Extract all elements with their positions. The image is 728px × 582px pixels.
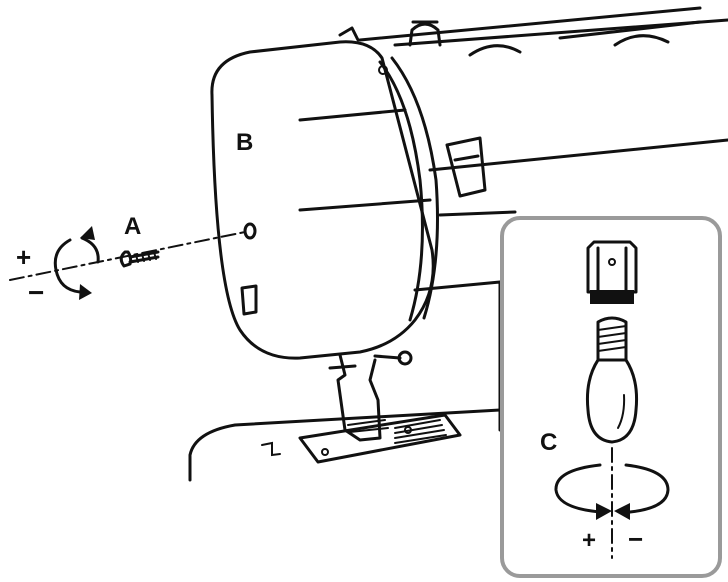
light-bulb — [586, 316, 638, 444]
rotation-symbol-left — [53, 226, 100, 300]
label-c: C — [540, 429, 557, 456]
label-a: A — [124, 213, 141, 240]
rotation-left-minus: − — [28, 277, 44, 308]
needle-presser-assembly — [328, 350, 413, 442]
machine-bed — [188, 343, 502, 482]
screw-hole — [243, 222, 257, 240]
screw-a — [119, 250, 133, 268]
rotation-symbol-bulb — [554, 447, 670, 559]
label-b: B — [236, 129, 253, 156]
rotation-bulb-plus: + — [582, 527, 596, 554]
face-cover — [210, 40, 439, 360]
rotation-left-plus: + — [16, 242, 31, 272]
screw-assembly — [9, 231, 246, 281]
bulb-socket — [586, 240, 638, 304]
rotation-bulb-minus: − — [628, 524, 643, 554]
